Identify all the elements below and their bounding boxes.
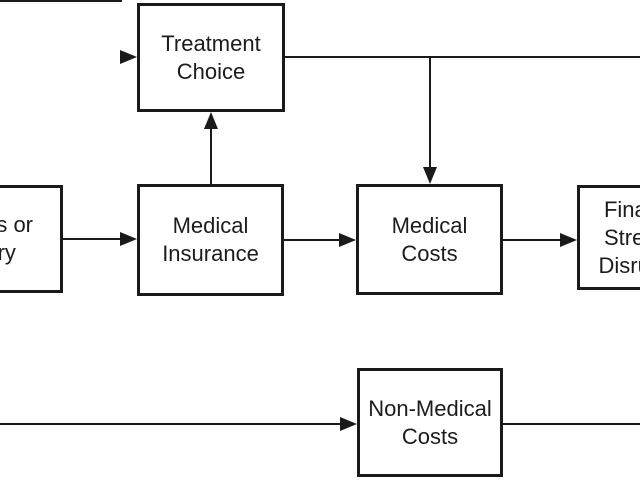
node-treatment-choice-label: Treatment Choice (161, 30, 261, 84)
edge-left-to-treatment-arrowhead-icon (120, 50, 137, 64)
edge-illness-to-insurance-arrowhead-icon (120, 232, 137, 246)
edge-treatment-to-medical-costs-arrowhead-icon (423, 167, 437, 184)
edge-costs-to-financial-arrowhead-icon (560, 233, 577, 247)
edge-costs-to-financial-line (503, 239, 562, 241)
node-medical-costs-label: Medical Costs (391, 212, 468, 266)
node-illness-or-injury: Illness or Injury (0, 185, 63, 293)
node-illness-or-injury-label: Illness or Injury (0, 212, 34, 265)
edge-nonmedical-to-right-line (503, 423, 640, 425)
node-non-medical-costs-label: Non-Medical Costs (368, 395, 492, 449)
node-medical-insurance-label: Medical Insurance (162, 213, 259, 266)
node-treatment-choice: Treatment Choice (137, 3, 285, 112)
node-financial-stress-label: Financial Stress or Disruption (598, 196, 640, 278)
node-non-medical-costs: Non-Medical Costs (357, 368, 503, 477)
edge-insurance-to-costs-arrowhead-icon (339, 233, 356, 247)
edge-insurance-to-costs-line (284, 239, 341, 241)
edge-left-to-treatment-line (0, 0, 122, 2)
edge-treatment-to-right-line (285, 56, 640, 58)
edge-treatment-to-medical-costs-line (429, 57, 431, 169)
edge-left-to-nonmedical-line (0, 423, 342, 425)
node-medical-costs: Medical Costs (356, 184, 503, 295)
node-medical-insurance: Medical Insurance (137, 184, 284, 296)
node-financial-stress: Financial Stress or Disruption (577, 185, 640, 290)
edge-insurance-to-treatment-line (210, 126, 212, 184)
edge-left-to-nonmedical-arrowhead-icon (340, 417, 357, 431)
edge-insurance-to-treatment-arrowhead-icon (204, 112, 218, 129)
edge-illness-to-insurance-line (63, 238, 122, 240)
